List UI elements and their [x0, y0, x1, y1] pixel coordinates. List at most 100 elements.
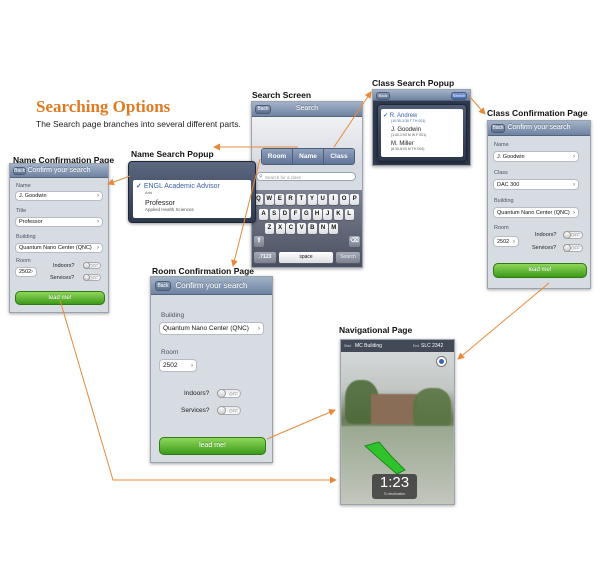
key-o[interactable]: O: [339, 194, 349, 205]
key-r[interactable]: R: [286, 194, 296, 205]
room-field[interactable]: 2502›: [15, 267, 37, 277]
key-w[interactable]: W: [264, 194, 274, 205]
shift-icon[interactable]: ⇧: [254, 236, 264, 247]
class-instructor-name: R. Andrew: [389, 113, 418, 119]
building-field[interactable]: Quantum Nano Center (QNC)›: [15, 243, 103, 253]
class-instructor-name: M. Miller: [391, 141, 414, 147]
key-y[interactable]: Y: [307, 194, 317, 205]
toggle-knob: [563, 231, 571, 239]
key-n[interactable]: N: [318, 223, 328, 234]
room-label: Room: [16, 258, 31, 264]
indoors-toggle[interactable]: OFF: [563, 231, 583, 239]
key-search[interactable]: Search: [336, 252, 360, 263]
key-t[interactable]: T: [296, 194, 306, 205]
chevron-right-icon: ›: [513, 238, 515, 245]
services-toggle[interactable]: OFF: [83, 274, 101, 281]
indoors-toggle[interactable]: OFF: [83, 262, 101, 269]
key-u[interactable]: U: [318, 194, 328, 205]
indoors-label: Indoors?: [535, 232, 557, 238]
title-field[interactable]: Professor›: [15, 217, 103, 227]
indoors-toggle[interactable]: OFF: [217, 389, 241, 398]
start-location: MC Building: [355, 343, 382, 349]
arrow-room-confirm-to-navigational: [266, 409, 336, 440]
toggle-off-text: OFF: [571, 232, 580, 238]
back-button[interactable]: Back: [155, 281, 171, 291]
segment-class[interactable]: Class: [324, 149, 354, 164]
chevron-right-icon: ›: [258, 325, 260, 332]
list-item[interactable]: J. Goodwin (1:00-2:00 M W F 001): [391, 127, 426, 137]
name-detail: Applied Health Sciences: [145, 207, 194, 212]
services-label: Services?: [181, 407, 210, 414]
key-numbers[interactable]: .?123: [254, 252, 276, 263]
toggle-off-text: OFF: [89, 263, 98, 268]
path-arrow-icon: [363, 441, 406, 475]
class-value: DAC 300: [497, 181, 520, 188]
building-field[interactable]: Quantum Nano Center (QNC)›: [493, 207, 579, 218]
list-item[interactable]: ✓ R. Andrew (10:30-3:30 T TH 001): [383, 112, 425, 123]
key-s[interactable]: S: [269, 208, 279, 220]
class-time: (6:30-8:00 M TH 004): [391, 147, 425, 151]
name-field[interactable]: J. Goodwin›: [15, 191, 103, 201]
list-item[interactable]: M. Miller (6:30-8:00 M TH 004): [391, 141, 424, 151]
lead-me-button[interactable]: lead me!: [159, 437, 266, 455]
class-field[interactable]: DAC 300 ›: [493, 179, 579, 190]
key-h[interactable]: H: [312, 208, 322, 220]
key-q[interactable]: Q: [254, 194, 263, 205]
diagram-subtitle: The Search page branches into several di…: [36, 119, 241, 129]
class-popup-nav-bar: [373, 90, 470, 101]
name-title: ENGL Academic Advisor: [143, 183, 220, 190]
toggle-knob: [83, 274, 90, 281]
key-c[interactable]: C: [286, 223, 296, 234]
building-field[interactable]: Quantum Nano Center (QNC)›: [159, 322, 264, 335]
name-confirm-nav-title: Confirm your search: [27, 167, 91, 174]
segment-name[interactable]: Name: [293, 149, 324, 164]
caption-search-screen: Search Screen: [252, 90, 312, 100]
timer-value: 1:23: [379, 474, 410, 491]
arrow-search-to-room-confirm: [231, 158, 261, 267]
compass-icon[interactable]: [436, 356, 447, 367]
key-p[interactable]: P: [350, 194, 360, 205]
search-input[interactable]: ⚲ Search for a class: [256, 172, 356, 181]
key-e[interactable]: E: [275, 194, 285, 205]
segment-room[interactable]: Room: [262, 149, 293, 164]
lead-me-button[interactable]: lead me!: [493, 263, 587, 278]
key-z[interactable]: Z: [265, 223, 274, 234]
key-a[interactable]: A: [259, 208, 268, 220]
back-button[interactable]: Back: [255, 105, 271, 114]
services-toggle[interactable]: OFF: [563, 244, 583, 252]
back-button[interactable]: Back: [491, 124, 505, 133]
room-value: 2502: [163, 362, 178, 369]
key-f[interactable]: F: [291, 208, 301, 220]
arrow-search-to-class-popup: [333, 91, 372, 148]
list-item[interactable]: ✓ ENGL Academic Advisor Arts: [136, 182, 220, 195]
back-button[interactable]: Back: [376, 92, 390, 100]
room-confirm-screen: Confirm your search Back Building Quantu…: [150, 276, 273, 463]
key-v[interactable]: V: [297, 223, 307, 234]
toggle-knob: [563, 244, 571, 252]
key-j[interactable]: J: [323, 208, 333, 220]
list-item[interactable]: Professor Applied Health Sciences: [145, 200, 194, 212]
backspace-icon[interactable]: ⌫: [349, 236, 360, 247]
name-field[interactable]: J. Goodwin›: [493, 151, 579, 162]
room-field[interactable]: 2502›: [493, 236, 519, 247]
key-x[interactable]: X: [275, 223, 285, 234]
key-l[interactable]: L: [344, 208, 354, 220]
room-field[interactable]: 2502›: [159, 359, 197, 372]
chevron-right-icon: ›: [573, 181, 575, 188]
key-m[interactable]: M: [329, 223, 339, 234]
key-space[interactable]: space: [279, 252, 333, 263]
services-toggle[interactable]: OFF: [217, 406, 241, 415]
class-time: (1:00-2:00 M W F 001): [391, 133, 427, 137]
timer-panel: 1:23 To destination: [372, 474, 417, 499]
back-button[interactable]: Back: [13, 167, 26, 175]
name-detail: Arts: [145, 190, 153, 195]
key-d[interactable]: D: [280, 208, 290, 220]
search-button[interactable]: Search: [451, 92, 467, 100]
building-label: Building: [16, 234, 36, 240]
key-i[interactable]: I: [328, 194, 338, 205]
key-k[interactable]: K: [333, 208, 343, 220]
key-b[interactable]: B: [307, 223, 317, 234]
lead-me-button[interactable]: lead me!: [15, 291, 105, 305]
key-g[interactable]: G: [301, 208, 311, 220]
